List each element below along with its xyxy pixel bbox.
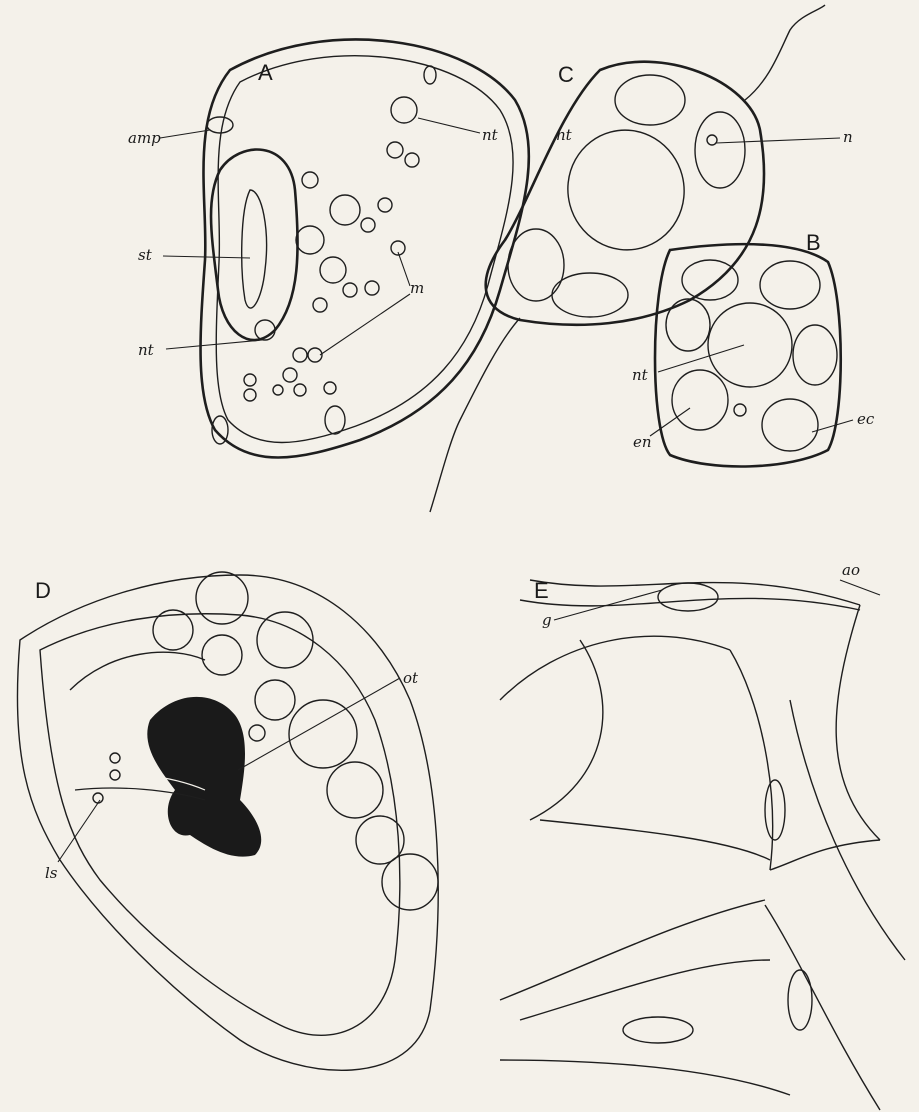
- label-nt-b: nt: [632, 366, 649, 384]
- label-n: n: [843, 128, 853, 146]
- panel-a-drawing: [201, 39, 529, 457]
- panel-d-drawing: [17, 572, 438, 1070]
- label-ot: ot: [403, 669, 419, 687]
- label-st: st: [138, 246, 153, 264]
- panel-c-drawing: [430, 5, 825, 512]
- panel-b-drawing: [655, 244, 841, 466]
- panel-e-drawing: [500, 580, 905, 1110]
- label-nt-a-top: nt: [482, 126, 499, 144]
- panel-b-letter: B: [806, 230, 821, 255]
- label-m: m: [410, 279, 424, 297]
- label-nt-c: nt: [556, 126, 573, 144]
- panel-c-letter: C: [558, 62, 574, 87]
- panel-d-letter: D: [35, 578, 51, 603]
- label-g: g: [542, 611, 552, 629]
- panel-a-letter: A: [258, 60, 273, 85]
- label-ls: ls: [45, 864, 58, 882]
- panel-e-letter: E: [534, 578, 549, 603]
- label-en: en: [633, 433, 652, 451]
- label-ec: ec: [857, 410, 875, 428]
- label-nt-a-bottom: nt: [138, 341, 155, 359]
- label-amp: amp: [128, 129, 161, 147]
- label-ao: ao: [842, 561, 860, 579]
